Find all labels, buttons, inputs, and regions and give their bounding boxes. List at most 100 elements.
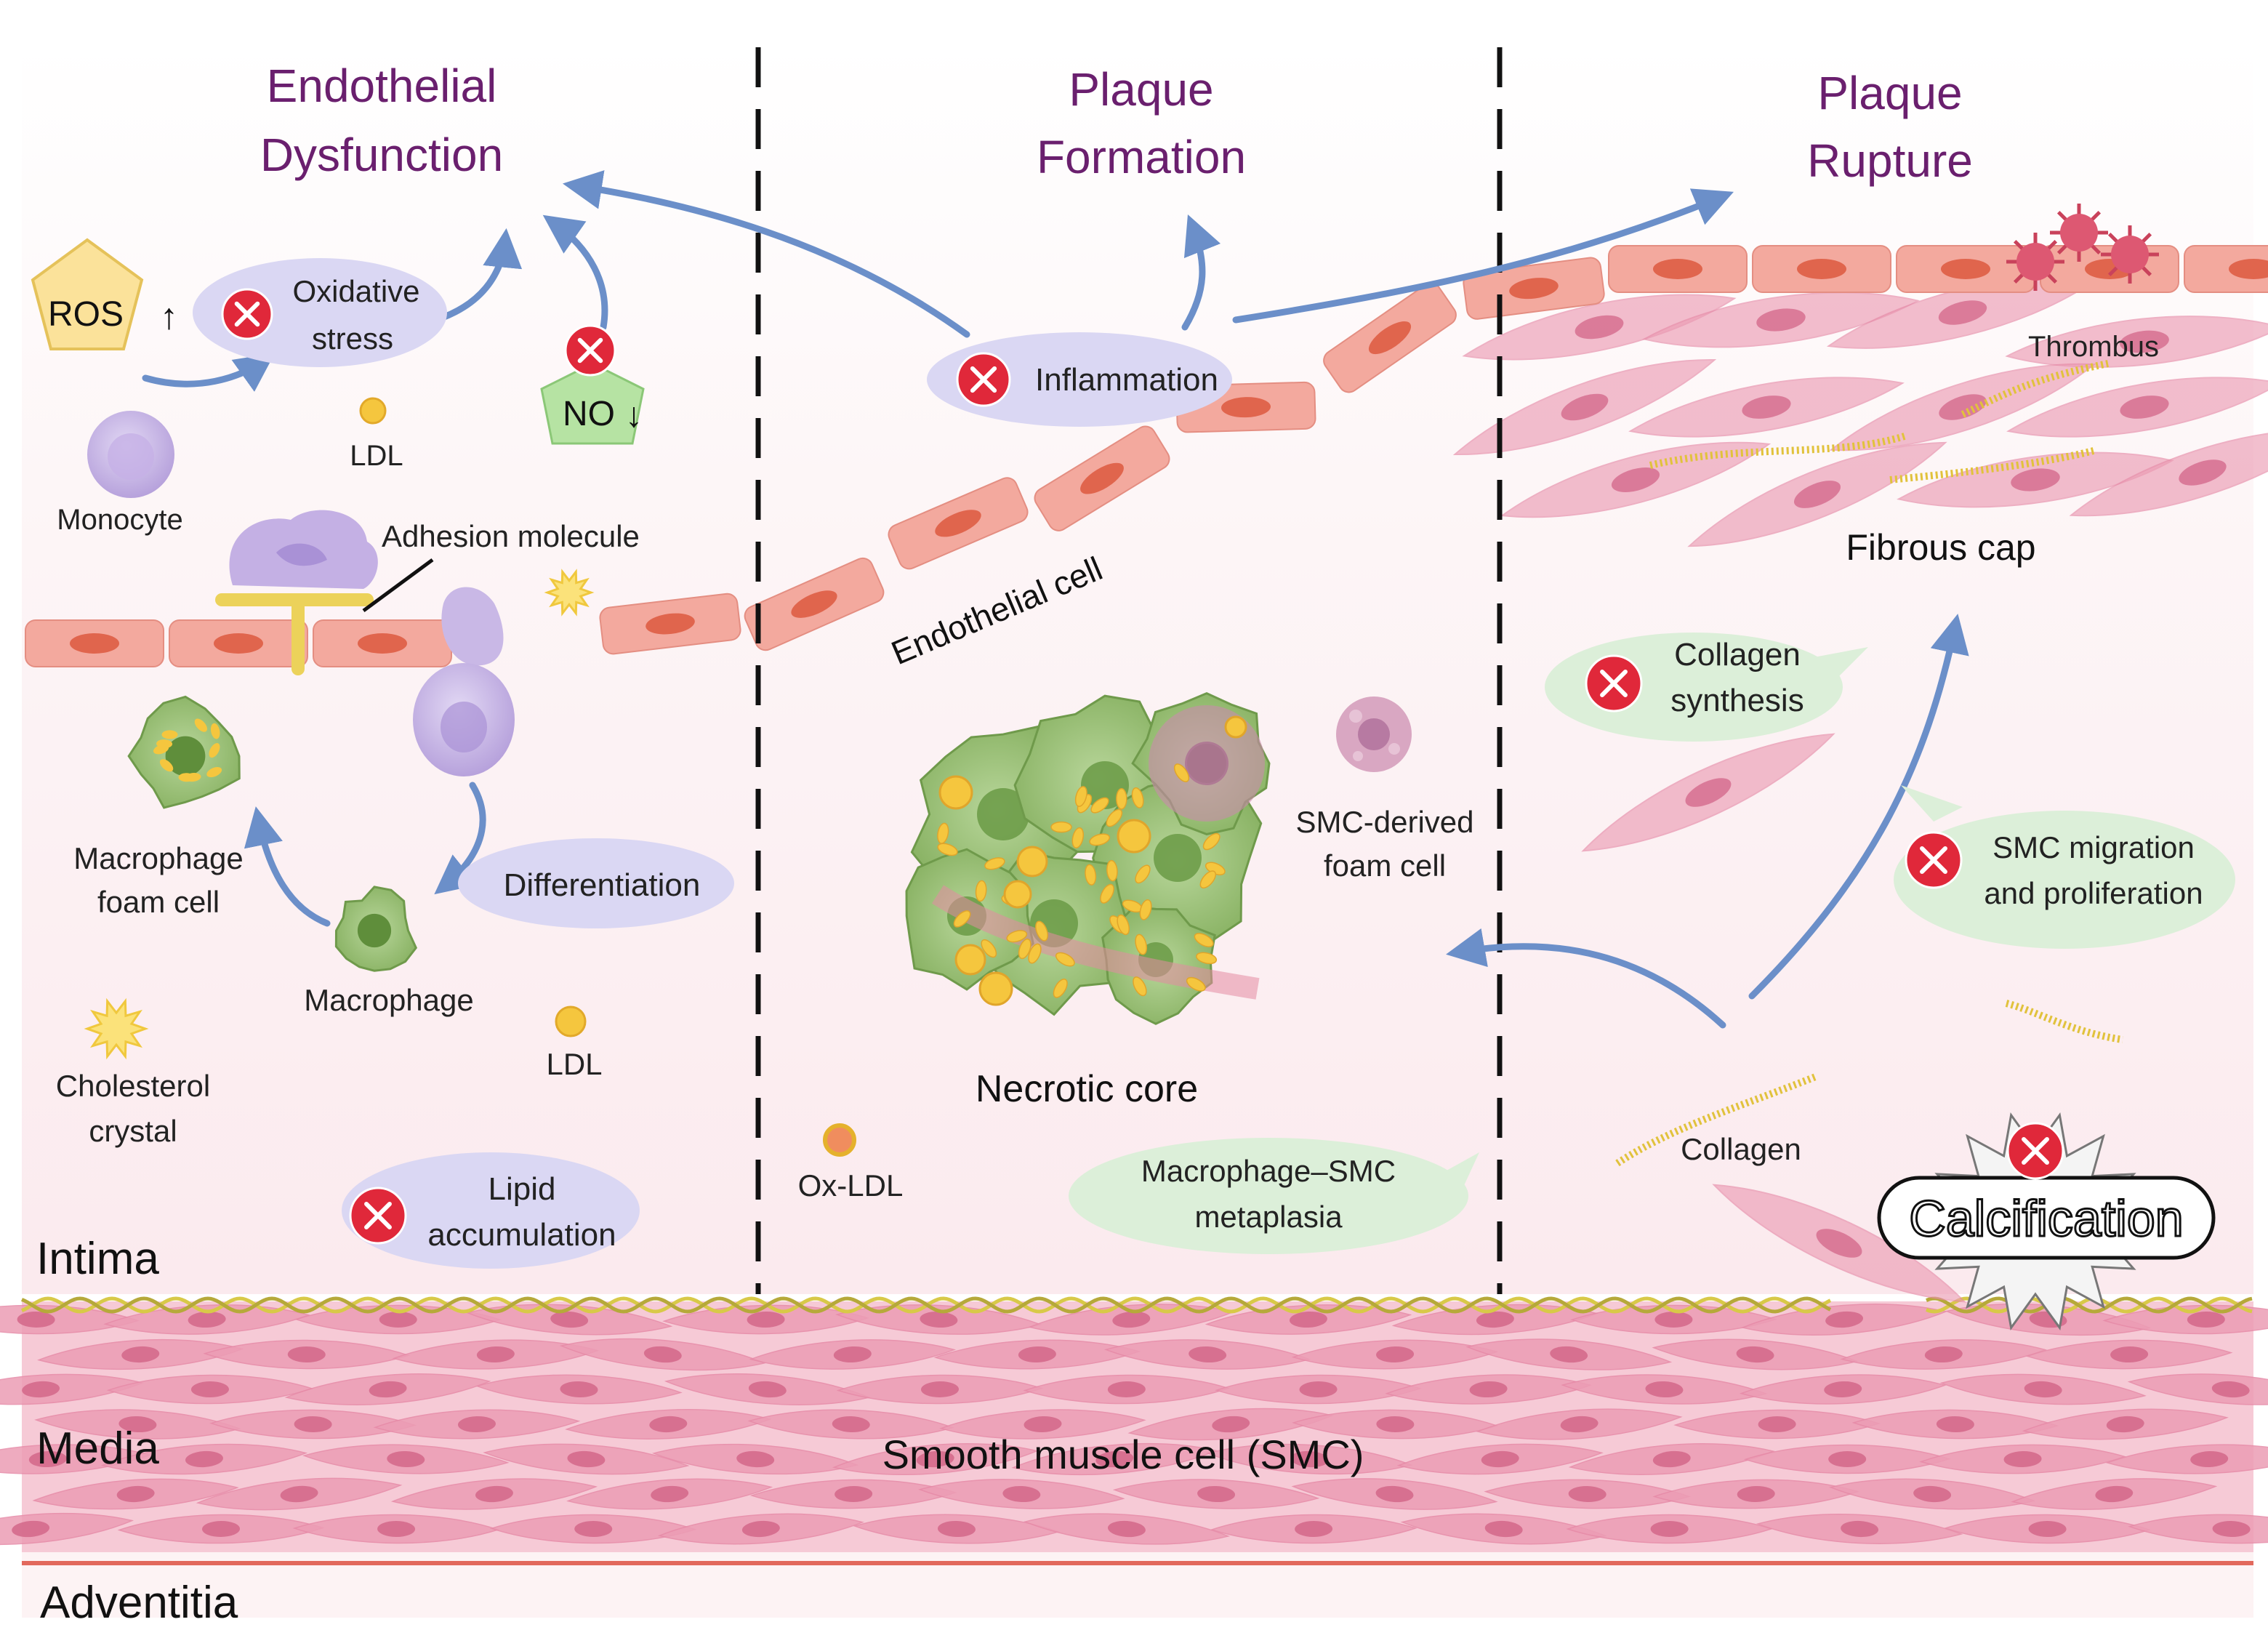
- smc-migration-line1: SMC migration: [1992, 830, 2195, 864]
- smc-cell: [1291, 1409, 1499, 1440]
- thrombus-icon: [2006, 204, 2159, 291]
- smc-cell: [292, 1514, 500, 1544]
- inhibition-x-icon: [1905, 831, 1963, 889]
- smc-cell: [196, 1477, 403, 1511]
- smc-cell: [1628, 377, 1905, 438]
- smc-cell: [1215, 1374, 1422, 1405]
- smc-cell: [106, 1374, 314, 1405]
- smc-cell: [832, 1442, 1039, 1476]
- ox-ldl-label: Ox-LDL: [798, 1168, 904, 1203]
- smc-cell: [1652, 1479, 1860, 1509]
- smc-cell: [1919, 1444, 2126, 1474]
- arrow-to-differentiation: [434, 782, 486, 895]
- smc-cell: [1112, 1479, 1320, 1509]
- stage-title-plaque-formation-1: Plaque: [1069, 63, 1213, 116]
- cholesterol-crystal-icon: [84, 997, 149, 1060]
- smc-cell: [1828, 1478, 2036, 1510]
- ldl-particle-icon: [555, 1005, 587, 1037]
- smc-cell: [1023, 1374, 1231, 1405]
- intima-label: Intima: [36, 1234, 159, 1284]
- endothelial-cell: [2184, 245, 2268, 293]
- adhesion-molecule-icon: [215, 593, 374, 675]
- inhibition-x-icon: [1585, 654, 1643, 712]
- ox-ldl-particle-icon: [823, 1123, 856, 1157]
- smc-cell: [34, 1409, 241, 1440]
- calcification-frame: [1877, 1176, 2216, 1260]
- smc-cell: [1396, 1443, 1604, 1475]
- endothelial-cell: [1608, 245, 1748, 293]
- smc-cell: [565, 1409, 772, 1440]
- arrow-stress-to-dysfunction: [433, 228, 523, 324]
- lipid-accumulation-line2: accumulation: [427, 1217, 616, 1253]
- smc-cell: [933, 1339, 1141, 1370]
- ros-up-arrow: ↑: [160, 296, 178, 337]
- inhibition-x-icon: [221, 288, 273, 340]
- smc-cell: [2127, 1373, 2268, 1405]
- oxidative-stress-line2: stress: [312, 321, 393, 356]
- inhibition-x-icon: [564, 324, 616, 377]
- foam-cell-icon: [127, 695, 241, 809]
- smc-cell: [103, 1304, 310, 1335]
- endothelial-cell: [1034, 425, 1170, 531]
- smooth-muscle-cell-label: Smooth muscle cell (SMC): [882, 1432, 1364, 1477]
- smc-cell: [1739, 1374, 1947, 1405]
- collagen-synthesis-line1: Collagen: [1674, 637, 1801, 673]
- smc-cell: [1011, 1442, 1218, 1476]
- endothelial-cell: [1752, 245, 1891, 293]
- smc-cell: [1465, 1338, 1673, 1370]
- smc-cell: [747, 1409, 955, 1440]
- smc-cell: [2006, 377, 2268, 438]
- smc-cell: [1756, 1514, 1963, 1544]
- media-layer: [0, 1301, 2268, 1552]
- differentiation-bubble: Differentiation: [458, 838, 734, 928]
- inflammation-label: Inflammation: [1035, 362, 1218, 398]
- smc-cell: [2025, 1339, 2233, 1370]
- endothelial-cell: [1323, 282, 1457, 393]
- smc-cell: [392, 1339, 600, 1370]
- arrow-to-smc-foam: [1446, 928, 1726, 1029]
- smc-foam-label-1: SMC-derived: [1295, 805, 1473, 839]
- metaplasia-line2: metaplasia: [1194, 1200, 1343, 1234]
- smc-cell: [836, 1374, 1044, 1405]
- smc-cell: [1581, 733, 1835, 852]
- cholesterol-crystal-icon: [544, 569, 595, 617]
- differentiation-label: Differentiation: [504, 867, 701, 903]
- oxidative-stress-line1: Oxidative: [292, 274, 419, 308]
- smc-cell: [1023, 1513, 1231, 1545]
- smc-cell: [390, 1478, 598, 1510]
- smc-cell: [203, 1339, 411, 1370]
- smc-cell: [566, 1478, 773, 1510]
- stage-title-plaque-rupture-1: Plaque: [1817, 67, 1962, 119]
- smc-cell: [2105, 1444, 2268, 1474]
- smc-cell: [284, 1373, 491, 1405]
- adhered-monocyte-icon: [229, 510, 378, 589]
- smc-cell: [0, 1512, 134, 1546]
- arrow-ros-to-stress: [142, 353, 276, 392]
- endothelial-cell: [888, 477, 1029, 570]
- smc-cell: [302, 1444, 510, 1474]
- ros-label: ROS: [48, 295, 124, 334]
- smc-cell: [1642, 292, 1920, 348]
- fibrous-cap-label: Fibrous cap: [1846, 527, 2035, 568]
- calcification-label: Calcification: [1909, 1190, 2183, 1247]
- ldl-particle-icon: [359, 397, 387, 425]
- arrow-to-foam-cell: [244, 806, 331, 927]
- smc-cell: [1652, 1338, 1859, 1370]
- smc-cell: [1673, 1409, 1881, 1440]
- smc-cell: [835, 1304, 1042, 1335]
- smc-cell: [939, 1409, 1146, 1440]
- smc-cell: [1452, 359, 1717, 455]
- smc-cell: [373, 1409, 581, 1440]
- smc-migration-bubble: SMC migration and proliferation: [1894, 785, 2235, 949]
- necrotic-core-label: Necrotic core: [976, 1068, 1198, 1110]
- adventitia-label: Adventitia: [40, 1578, 238, 1628]
- smc-cell: [1561, 1374, 1768, 1405]
- oxidative-stress-bubble: Oxidative stress: [193, 258, 447, 367]
- macrophage-label: Macrophage: [304, 983, 473, 1017]
- collagen-fiber: [1615, 1072, 1819, 1167]
- smc-cell: [32, 1478, 239, 1510]
- smc-cell: [483, 1443, 690, 1475]
- smc-cell: [1568, 1443, 1775, 1475]
- inhibition-x-icon: [349, 1187, 407, 1245]
- monocyte-label: Monocyte: [57, 504, 182, 536]
